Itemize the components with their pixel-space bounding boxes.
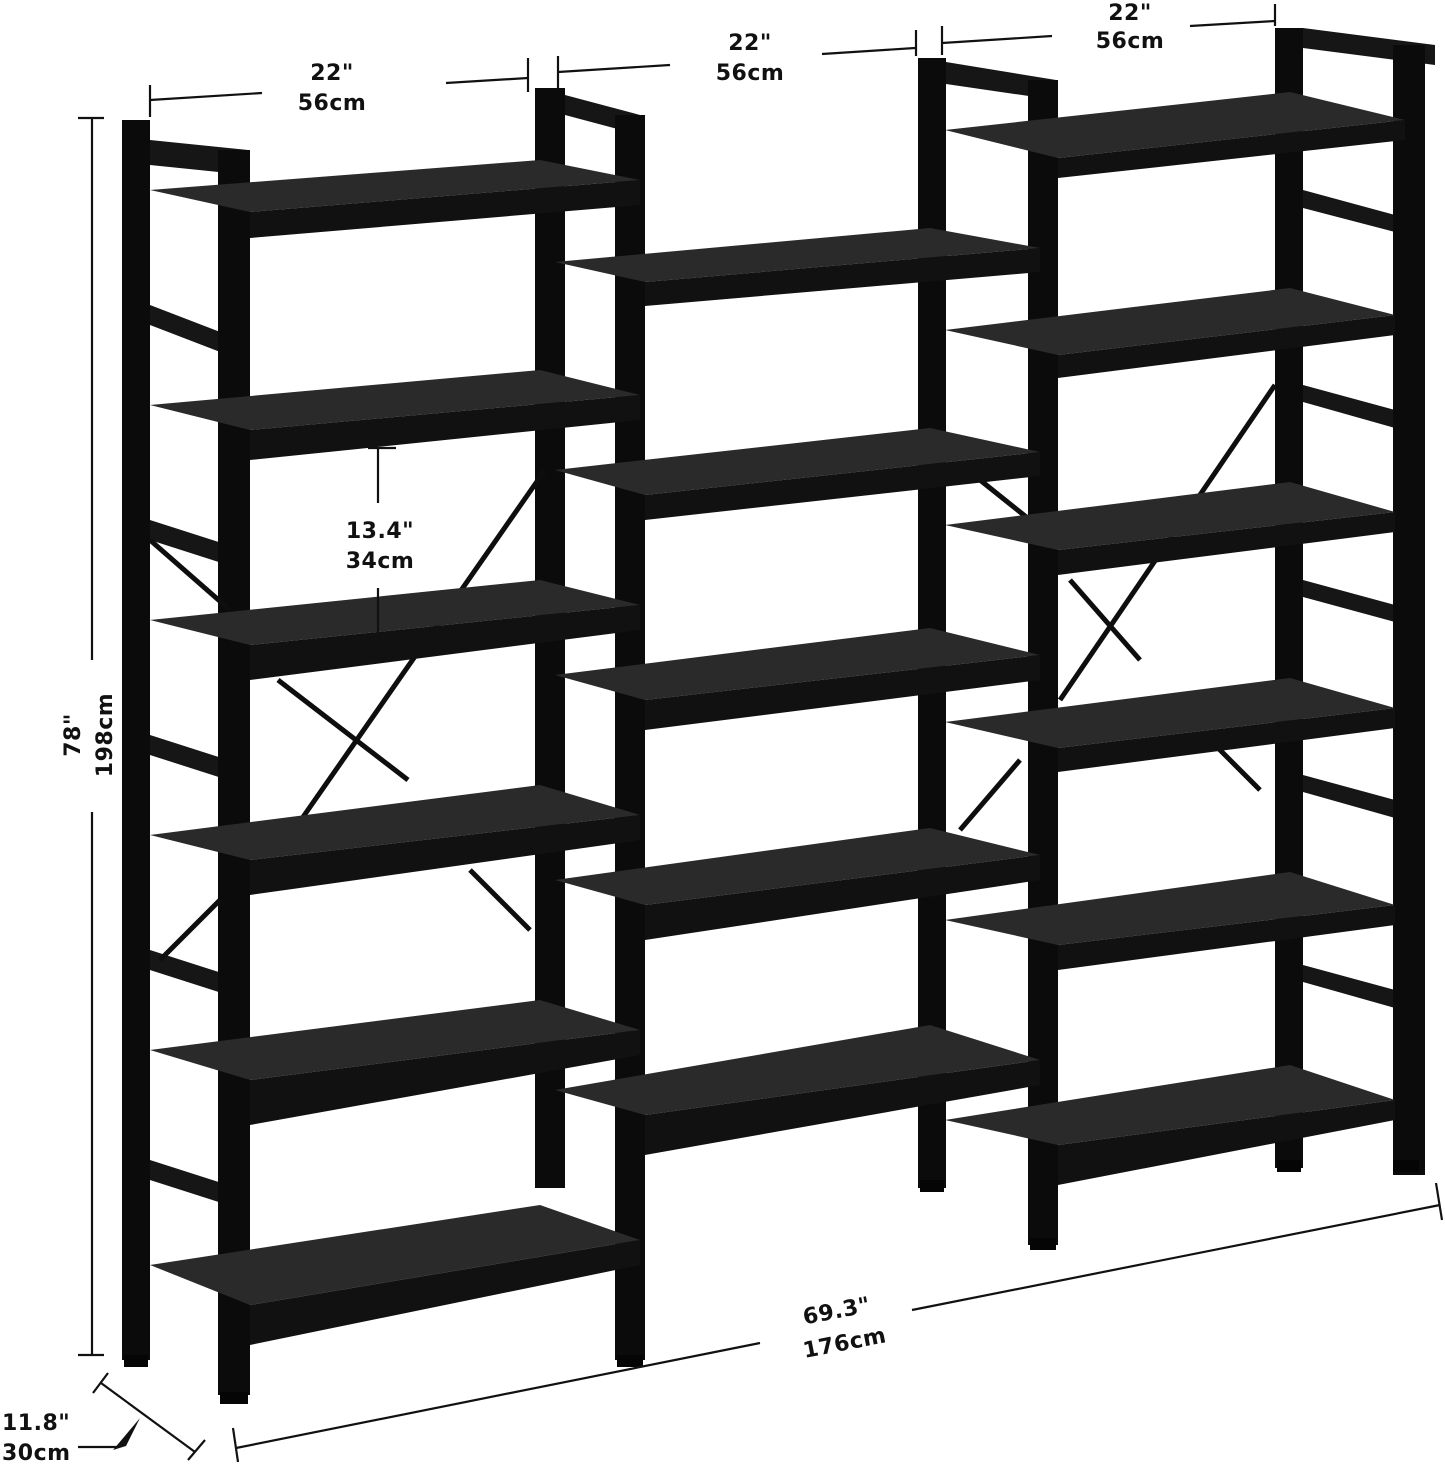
dimension-left-width: 22" 56cm — [148, 58, 530, 117]
foot — [1277, 1160, 1301, 1172]
depth-arrow-icon — [113, 1418, 140, 1450]
dimension-shelf-spacing: 13.4" 34cm — [346, 446, 415, 658]
shelf — [150, 580, 640, 680]
right-width-metric: 56cm — [1096, 29, 1165, 54]
shelf — [150, 370, 640, 460]
shelf — [945, 872, 1395, 970]
dimension-right-width: 22" 56cm — [940, 1, 1277, 55]
shelf — [150, 1205, 640, 1345]
shelf — [555, 828, 1040, 940]
foot — [920, 1180, 944, 1192]
middle-unit-shelves — [555, 228, 1040, 1155]
right-unit-back-right-post — [1275, 28, 1303, 1168]
middle-unit-back-right-post — [918, 58, 946, 1188]
shelf — [150, 785, 640, 895]
right-width-imperial: 22" — [1108, 1, 1152, 26]
left-width-imperial: 22" — [310, 61, 354, 86]
left-unit-back-left-post — [122, 120, 150, 1360]
shelf-spacing-metric: 34cm — [346, 549, 415, 574]
shelf — [555, 1025, 1040, 1155]
left-unit — [122, 88, 645, 1404]
foot — [617, 1355, 643, 1367]
shelf — [555, 228, 1040, 306]
shelf — [945, 1065, 1395, 1185]
dimension-total-width: 69.3" 176cm — [231, 1182, 1444, 1463]
total-width-metric: 176cm — [801, 1323, 889, 1364]
left-unit-left-side-rungs — [150, 140, 248, 1205]
right-unit-shelves — [945, 92, 1405, 1185]
shelf — [555, 428, 1040, 520]
shelf — [945, 288, 1395, 378]
shelf — [150, 1000, 640, 1125]
dimension-height: 78" 198cm — [61, 116, 118, 1357]
left-unit-front-right-post — [615, 115, 645, 1360]
depth-imperial: 11.8" — [2, 1411, 70, 1436]
shelf — [945, 482, 1395, 575]
dimension-depth: 11.8" 30cm — [2, 1372, 206, 1466]
foot — [220, 1392, 248, 1404]
shelf-spacing-imperial: 13.4" — [346, 519, 414, 544]
shelf — [945, 92, 1405, 178]
height-imperial: 78" — [61, 713, 86, 757]
foot — [1030, 1238, 1056, 1250]
left-unit-front-left-post — [218, 150, 250, 1395]
right-unit-right-side-rungs — [1303, 190, 1395, 1008]
shelf — [945, 678, 1395, 772]
foot — [1393, 1160, 1419, 1172]
left-unit-shelves — [150, 160, 640, 1345]
left-width-metric: 56cm — [298, 91, 367, 116]
dimension-middle-width: 22" 56cm — [556, 30, 918, 88]
height-metric: 198cm — [93, 693, 118, 777]
right-unit — [945, 28, 1435, 1185]
middle-unit — [555, 58, 1058, 1250]
foot — [124, 1355, 148, 1367]
middle-width-imperial: 22" — [728, 31, 772, 56]
middle-width-metric: 56cm — [716, 61, 785, 86]
right-unit-x-brace — [1068, 578, 1142, 662]
shelf — [150, 160, 640, 238]
depth-metric: 30cm — [2, 1441, 71, 1466]
right-unit-front-right-post — [1393, 45, 1425, 1175]
shelf — [555, 628, 1040, 730]
left-unit-x-brace — [276, 678, 410, 782]
total-width-imperial: 69.3" — [801, 1293, 873, 1331]
